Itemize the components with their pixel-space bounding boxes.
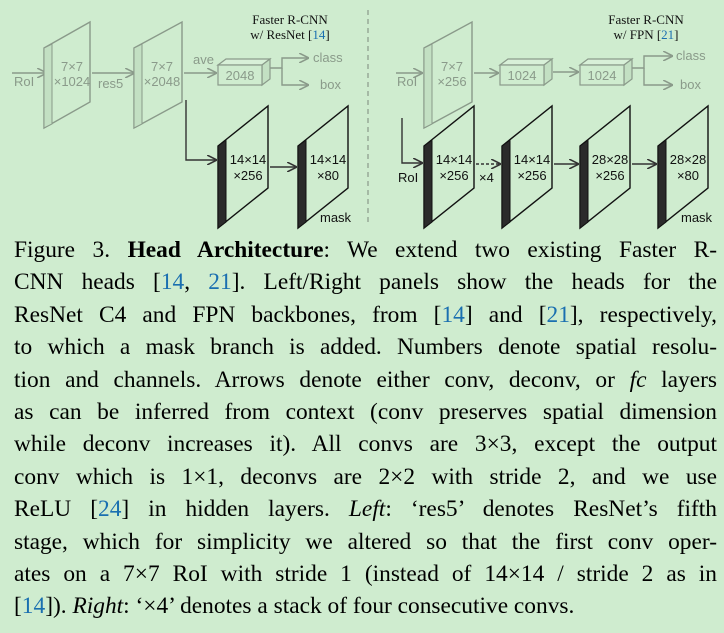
svg-text:28×28: 28×28 — [670, 152, 707, 167]
left-mask-branch-arrow — [185, 100, 216, 160]
right-mask-box-28x28x80: 28×28 ×80 — [657, 104, 709, 230]
res5-label: res5 — [98, 76, 123, 91]
svg-text:7×7: 7×7 — [441, 59, 463, 74]
svg-text:×2048: ×2048 — [144, 74, 181, 89]
left-class-label: class — [313, 50, 343, 65]
left-roi-label: RoI — [14, 74, 34, 89]
svg-text:×1024: ×1024 — [54, 74, 91, 89]
right-feature-box-7x7x256: 7×7 ×256 — [423, 20, 473, 130]
left-mask-box-14x14x80: 14×14 ×80 — [297, 104, 349, 230]
right-panel: Faster R-CNN w/ FPN [21] RoI 7×7 ×256 10… — [396, 12, 713, 230]
svg-text:×256: ×256 — [233, 168, 262, 183]
left-class-arrow — [270, 58, 308, 69]
ave-label: ave — [193, 52, 214, 67]
caption-line-2: CNN heads [14, 21]. Left/Right panels sh… — [14, 269, 717, 296]
caption-line-9: ReLU [24] in hidden layers. Left: ‘res5’… — [14, 496, 717, 523]
caption-line-1: Figure 3. Head Architecture: We extend t… — [14, 237, 717, 263]
svg-text:7×7: 7×7 — [61, 59, 83, 74]
svg-text:14×14: 14×14 — [310, 152, 347, 167]
caption-line-10: stage, which for simplicity we altered s… — [14, 528, 717, 555]
right-box-label: box — [680, 77, 701, 92]
right-mask-box-14x14x256-1: 14×14 ×256 — [423, 104, 475, 230]
right-panel-title-line2: w/ FPN [21] — [613, 27, 678, 42]
citation-link[interactable]: 24 — [98, 496, 122, 523]
right-roi-bottom-label: RoI — [398, 170, 418, 185]
citation-link[interactable]: 14 — [441, 301, 465, 328]
svg-text:28×28: 28×28 — [592, 152, 629, 167]
right-mask-box-14x14x256-2: 14×14 ×256 — [501, 104, 553, 230]
right-mask-label: mask — [681, 210, 713, 225]
svg-text:14×14: 14×14 — [436, 152, 473, 167]
left-panel-title-line1: Faster R-CNN — [252, 12, 328, 27]
left-panel-title-line2: w/ ResNet [14] — [250, 27, 329, 42]
caption-line-11: ates on a 7×7 RoI with stride 1 (instead… — [14, 560, 717, 587]
citation-link[interactable]: 21 — [546, 301, 570, 328]
left-box-label: box — [320, 77, 341, 92]
svg-text:14×14: 14×14 — [230, 152, 267, 167]
svg-text:7×7: 7×7 — [151, 59, 173, 74]
svg-text:×256: ×256 — [517, 168, 546, 183]
svg-text:2048: 2048 — [226, 68, 255, 83]
left-mask-box-14x14x256: 14×14 ×256 — [217, 104, 269, 230]
right-class-label: class — [676, 48, 706, 63]
caption-line-6: as can be inferred from context (conv pr… — [14, 398, 717, 425]
caption-line-8: conv which is 1×1, deconvs are 2×2 with … — [14, 463, 717, 490]
svg-text:14×14: 14×14 — [514, 152, 551, 167]
citation-link[interactable]: 14 — [21, 593, 46, 620]
right-roi-top-label: RoI — [397, 74, 417, 89]
right-fc-1024-box-2: 1024 — [578, 57, 634, 87]
citation-link[interactable]: 21 — [208, 269, 232, 296]
right-fc-1024-box-1: 1024 — [498, 57, 554, 87]
head-architecture-figure: Faster R-CNN w/ ResNet [14] RoI 7×7 ×102… — [12, 10, 713, 230]
svg-text:×80: ×80 — [317, 168, 339, 183]
caption-line-7: while deconv increases it). All convs ar… — [14, 431, 717, 458]
right-roi-bottom-arrow — [401, 118, 422, 163]
left-feature-box-7x7x2048: 7×7 ×2048 — [133, 20, 183, 130]
right-panel-title-line1: Faster R-CNN — [608, 12, 684, 27]
citation-link[interactable]: 14 — [160, 269, 185, 296]
right-box-arrow — [643, 68, 672, 85]
caption-line-4: to which a mask branch is added. Numbers… — [14, 334, 717, 361]
caption-line-12: [14]). Right: ‘×4’ denotes a stack of fo… — [14, 593, 575, 620]
left-fc-2048-box: 2048 — [216, 57, 272, 87]
right-mask-box-28x28x256: 28×28 ×256 — [579, 104, 631, 230]
svg-text:×256: ×256 — [437, 74, 466, 89]
svg-text:1024: 1024 — [508, 68, 537, 83]
left-panel: Faster R-CNN w/ ResNet [14] RoI 7×7 ×102… — [12, 12, 352, 230]
right-class-arrow — [632, 56, 672, 69]
left-feature-box-7x7x1024: 7×7 ×1024 — [43, 20, 91, 130]
figure-caption: Figure 3. Head Architecture: We extend t… — [14, 234, 717, 623]
svg-text:×256: ×256 — [439, 168, 468, 183]
caption-line-3: ResNet C4 and FPN backbones, from [14] a… — [14, 301, 717, 328]
svg-text:×80: ×80 — [677, 168, 699, 183]
caption-line-5: tion and channels. Arrows denote either … — [14, 366, 717, 393]
svg-text:×256: ×256 — [595, 168, 624, 183]
left-box-arrow — [281, 68, 308, 85]
x4-label: ×4 — [479, 170, 494, 185]
svg-text:1024: 1024 — [588, 68, 617, 83]
left-mask-label: mask — [320, 210, 352, 225]
